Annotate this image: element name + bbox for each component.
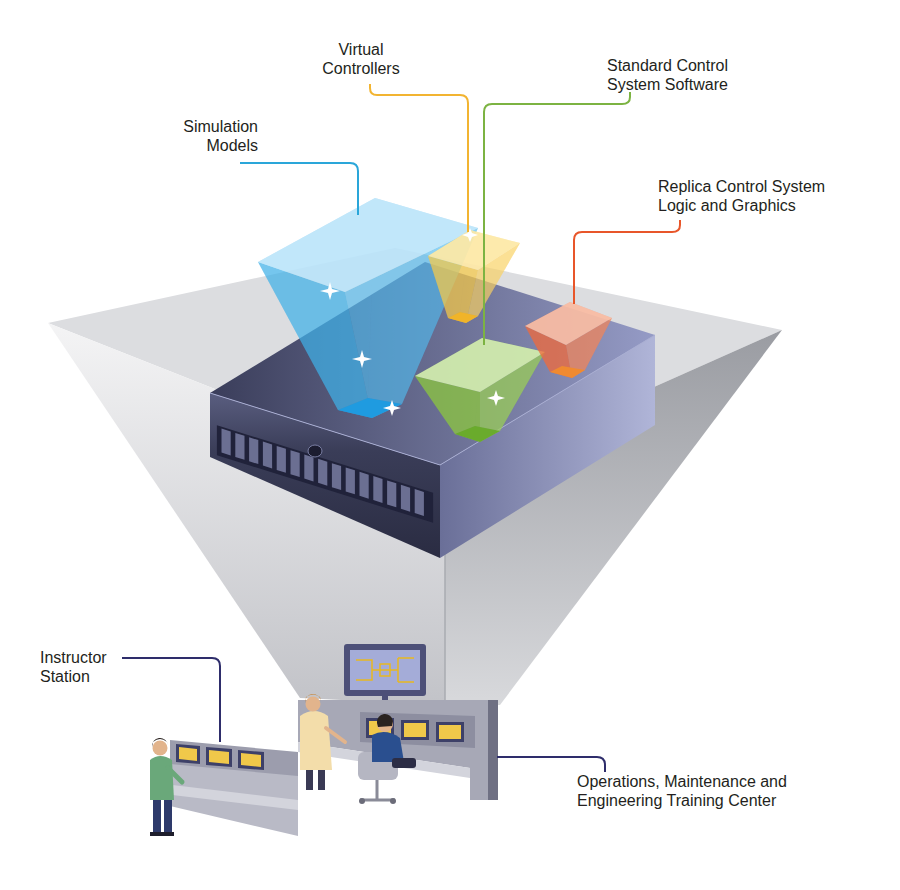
sparkle [352, 350, 372, 368]
drive-bay [332, 463, 341, 490]
drive-bay [387, 480, 396, 507]
console-bezel [170, 740, 298, 776]
callout-label: Operations, Maintenance and Engineering … [577, 772, 822, 810]
instructor-leg [153, 800, 161, 834]
callout-label: Standard Control System Software [607, 56, 757, 94]
schematic-line [380, 664, 390, 676]
engineer-head [306, 697, 321, 712]
instructor-station-illustration [150, 738, 298, 836]
engineer-hair [305, 694, 321, 703]
drive-bay [249, 437, 258, 464]
monitor-screen [404, 723, 426, 737]
callout-label: Replica Control System Logic and Graphic… [658, 177, 853, 215]
drive-bay [291, 450, 300, 477]
engineer-arm [326, 728, 345, 742]
drive-bay [360, 472, 369, 499]
bay-strip [217, 425, 433, 523]
engineer-leg [306, 770, 313, 790]
instructor-head [153, 741, 168, 756]
instructor-leg [164, 800, 172, 834]
standard-software-funnel [415, 338, 545, 442]
callout-label: Virtual Controllers [316, 40, 406, 78]
funnel-bottom [338, 398, 402, 418]
engineer-coat [300, 711, 332, 770]
callout-label: Simulation Models [158, 117, 258, 155]
sparkle [462, 228, 478, 242]
instructor-hair [152, 738, 168, 747]
operator-hair [377, 714, 393, 727]
instructor-shoe [150, 832, 162, 836]
monitor-screen [241, 753, 261, 767]
drive-bay [373, 476, 382, 503]
console-monitor [206, 747, 232, 767]
leader-line [370, 84, 468, 232]
instructor-arm [168, 768, 182, 782]
engineer-leg [318, 770, 325, 790]
monitor-screen [350, 650, 420, 690]
funnel-top [525, 302, 612, 345]
console-monitor [176, 744, 200, 764]
drive-bay [415, 489, 424, 516]
leader-line [240, 163, 358, 215]
wall-monitor [344, 644, 426, 696]
funnel-bottom [448, 312, 478, 323]
chair-wheel [359, 798, 365, 804]
instructor-shoe [162, 832, 174, 836]
training-center [298, 644, 498, 804]
sparkle [487, 390, 505, 406]
operator-shirt [372, 732, 404, 762]
leader-line [497, 757, 605, 772]
drive-bay [318, 459, 327, 486]
drive-bay [346, 467, 355, 494]
sparkle [383, 400, 401, 416]
console-back [298, 700, 497, 800]
drive-bay [401, 485, 410, 512]
console-monitor [401, 720, 429, 740]
monitor-screen [209, 750, 229, 764]
sparkles [320, 228, 505, 416]
leader-line [574, 220, 680, 304]
console-end-panel [488, 700, 498, 800]
power-button [308, 445, 322, 457]
leader-line [484, 92, 630, 345]
leader-line [122, 658, 220, 742]
drive-bays [217, 425, 433, 523]
chair-base [360, 780, 395, 800]
chair-wheel [390, 798, 396, 804]
drive-bay [263, 442, 272, 469]
console-desk [164, 784, 298, 810]
funnel-bottom [550, 366, 585, 378]
sparkle [320, 282, 340, 300]
monitor-screen [439, 725, 461, 739]
drive-bay [304, 455, 313, 482]
schematic-drawing [356, 658, 414, 682]
drive-bay [235, 433, 244, 460]
funnel-bottom [455, 426, 500, 442]
console-monitor [436, 722, 464, 742]
instructor-shirt [150, 756, 174, 800]
leader-lines [122, 84, 680, 772]
console-monitor [238, 750, 264, 770]
replica-logic-funnel [525, 302, 612, 378]
schematic-line [356, 658, 414, 682]
virtual-controllers-funnel [428, 230, 520, 323]
funnel-top [415, 338, 545, 392]
operator-legs [392, 758, 416, 768]
monitor-screen [179, 747, 197, 761]
drive-bay [222, 429, 231, 456]
callout-label: Instructor Station [40, 648, 130, 686]
drive-bay [277, 446, 286, 473]
